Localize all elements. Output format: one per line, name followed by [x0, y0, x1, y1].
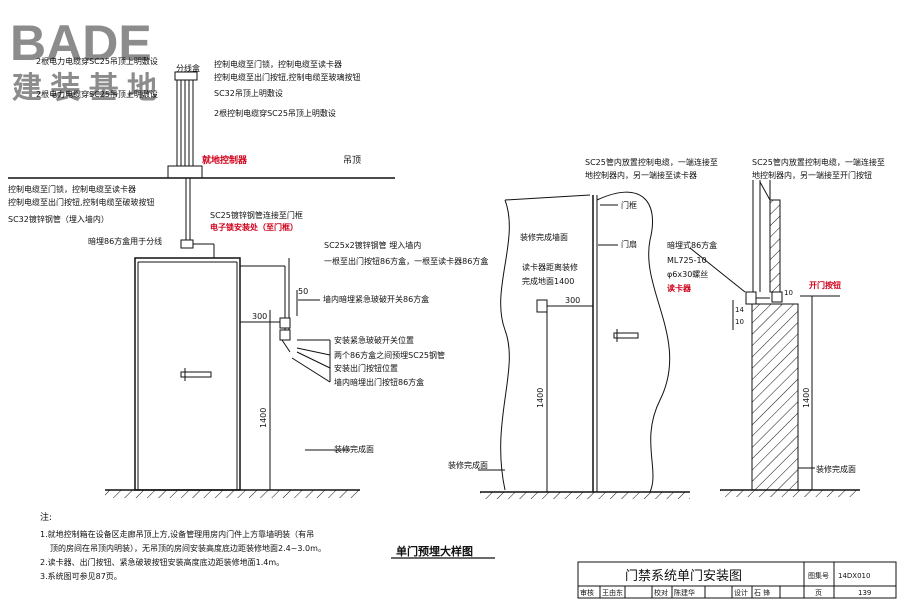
exit-button-right	[771, 291, 783, 303]
callout-3: 安装出门按钮位置	[334, 363, 398, 373]
ann-lock-mount: 电子锁安装处（至门框）	[210, 222, 298, 232]
ann-power-2: 2根电力电缆穿SC25吊顶上明敷设	[36, 89, 158, 99]
diagram-caption: 单门预埋大样图	[396, 544, 473, 558]
dim-50-left: 50	[298, 287, 308, 296]
wall-section	[751, 303, 799, 491]
title-block	[577, 561, 897, 599]
ann-box86: 暗埋86方盒用于分线	[88, 236, 162, 246]
note-1a: 1.就地控制箱在设备区走廊吊顶上方,设备管理用房内门件上方靠墙明装（有吊	[40, 529, 314, 539]
note-1b: 顶的房间在吊顶内明装），无吊顶的房间安装高度底边距装修地面2.4~3.0m。	[50, 543, 326, 553]
reader-height-2: 完成地面1400	[522, 276, 574, 286]
ann-one-each: 一根至出门按钮86方盒，一根至读卡器86方盒	[324, 256, 488, 266]
ann-emergency: 墙内暗埋紧急玻破开关86方盒	[323, 294, 429, 304]
dim-300-left: 300	[252, 312, 267, 321]
dim-1400-mid: 1400	[536, 388, 545, 408]
review-label: 审核	[580, 588, 594, 597]
dim-1400-left: 1400	[259, 408, 268, 428]
ann-sc25x2: SC25x2镀锌钢管 埋入墙内	[324, 240, 421, 250]
logo-brand: BADE	[10, 15, 152, 71]
design-label: 设计	[734, 588, 748, 597]
check-label: 校对	[654, 588, 668, 597]
screw-label: φ6x30螺丝	[667, 269, 708, 279]
ann-sc32-wall: SC32镀锌钢管（埋入墙内）	[8, 214, 109, 224]
box-86-label: 暗埋式86方盒	[667, 240, 717, 250]
callout-1: 安装紧急玻破开关位置	[334, 335, 414, 345]
notes: 注: 1.就地控制箱在设备区走廊吊顶上方,设备管理用房内门件上方靠墙明装（有吊 …	[40, 511, 326, 581]
floor-label-mid: 装修完成面	[448, 460, 488, 470]
reviewer-name: 王由东	[602, 588, 623, 597]
ann-power-1: 2根电力电缆穿SC25吊顶上明敷设	[36, 56, 158, 66]
ceiling-label: 吊顶	[343, 155, 361, 166]
dim-300-mid: 300	[565, 296, 580, 305]
dim-1400-right: 1400	[802, 388, 811, 408]
designer-name: 石 锋	[754, 588, 770, 597]
right-b-line2: 地控制器内，另一端接至开门按钮	[752, 170, 872, 180]
right-b-line1: SC25管内放置控制电缆，一端连接至	[752, 157, 885, 167]
controller-label: 就地控制器	[202, 154, 248, 166]
ann-ctrl-1: 控制电缆至门锁，控制电缆至读卡器	[214, 59, 342, 69]
door-handle-mid	[613, 332, 639, 339]
reader-label-right: 读卡器	[667, 283, 692, 293]
title-block-text: 门禁系统单门安装图 图集号 14DX010 审核 王由东 校对 陈建华 设计 石…	[580, 569, 871, 597]
ml-label: ML725-10	[667, 256, 707, 265]
floor-label-left: 装修完成面	[334, 444, 374, 454]
ann-junction: 分线盒	[176, 63, 200, 73]
dim-10-b: 10	[784, 289, 793, 297]
logo: BADE 建 装 基 地	[10, 15, 157, 105]
ann-ctrl-2: 控制电缆至出门按钮,控制电缆至玻璃按钮	[214, 72, 361, 82]
checker-name: 陈建华	[674, 588, 695, 597]
note-3: 3.系统图可参见87页。	[40, 571, 122, 581]
card-reader-right	[745, 291, 757, 305]
floor-label-right: 装修完成面	[816, 464, 856, 474]
reader-height-1: 读卡器距离装修	[522, 262, 578, 272]
door-frame-label: 门框	[621, 200, 637, 210]
sheet-title: 门禁系统单门安装图	[625, 569, 742, 584]
notes-heading: 注:	[40, 511, 52, 523]
right-annotations: SC25管内放置控制电缆，一端连接至 地控制器内，另一端接至读卡器 SC25管内…	[585, 157, 885, 474]
callout-2: 两个86方盒之间预埋SC25钢管	[334, 350, 445, 360]
box-86-split	[180, 239, 194, 249]
exit-button-box	[279, 329, 291, 341]
door-handle	[180, 371, 212, 378]
page-label: 页	[815, 589, 822, 597]
logo-subtitle: 建 装 基 地	[12, 72, 157, 105]
ann-lock-2: 控制电缆至出门按钮,控制电缆至破玻按钮	[8, 197, 155, 207]
button-label-right: 开门按钮	[809, 280, 841, 290]
ann-2ctrl: 2根控制电缆穿SC25吊顶上明敷设	[214, 108, 336, 118]
middle-elevation	[391, 191, 690, 559]
emergency-break-box	[279, 317, 291, 329]
note-2: 2.读卡器、出门按钮、紧急破玻按钮安装高度底边距装修地面1.4m。	[40, 557, 284, 567]
door-leaf-curve	[596, 191, 671, 493]
left-annotations: 2根电力电缆穿SC25吊顶上明敷设 分线盒 控制电缆至门锁，控制电缆至读卡器 控…	[8, 56, 488, 454]
door-leaf-label: 门扇	[621, 239, 637, 249]
local-controller-box	[167, 165, 203, 179]
wall-label: 装修完成墙面	[520, 232, 568, 242]
right-section	[689, 180, 860, 497]
card-reader-mid	[536, 299, 548, 313]
ann-lock-1: 控制电缆至门锁，控制电缆至读卡器	[8, 184, 136, 194]
page-number: 139	[858, 589, 871, 597]
junction-box	[174, 71, 198, 81]
finish-wall	[500, 199, 510, 491]
atlas-number: 14DX010	[838, 572, 870, 580]
ann-sc25-frame: SC25镀锌钢管连接至门框	[210, 210, 303, 220]
dim-10-a: 10	[735, 318, 744, 326]
ann-sc32-top: SC32吊顶上明敷设	[214, 88, 283, 98]
atlas-label: 图集号	[808, 571, 829, 580]
right-a-line2: 地控制器内，另一端接至读卡器	[585, 170, 697, 180]
callout-4: 墙内暗埋出门按钮86方盒	[334, 377, 424, 387]
right-a-line1: SC25管内放置控制电缆，一端连接至	[585, 157, 718, 167]
dim-14: 14	[735, 306, 744, 314]
middle-annotations: 门框 装修完成墙面 门扇 读卡器距离装修 完成地面1400 300 1400 装…	[396, 200, 637, 558]
left-elevation	[8, 71, 395, 498]
